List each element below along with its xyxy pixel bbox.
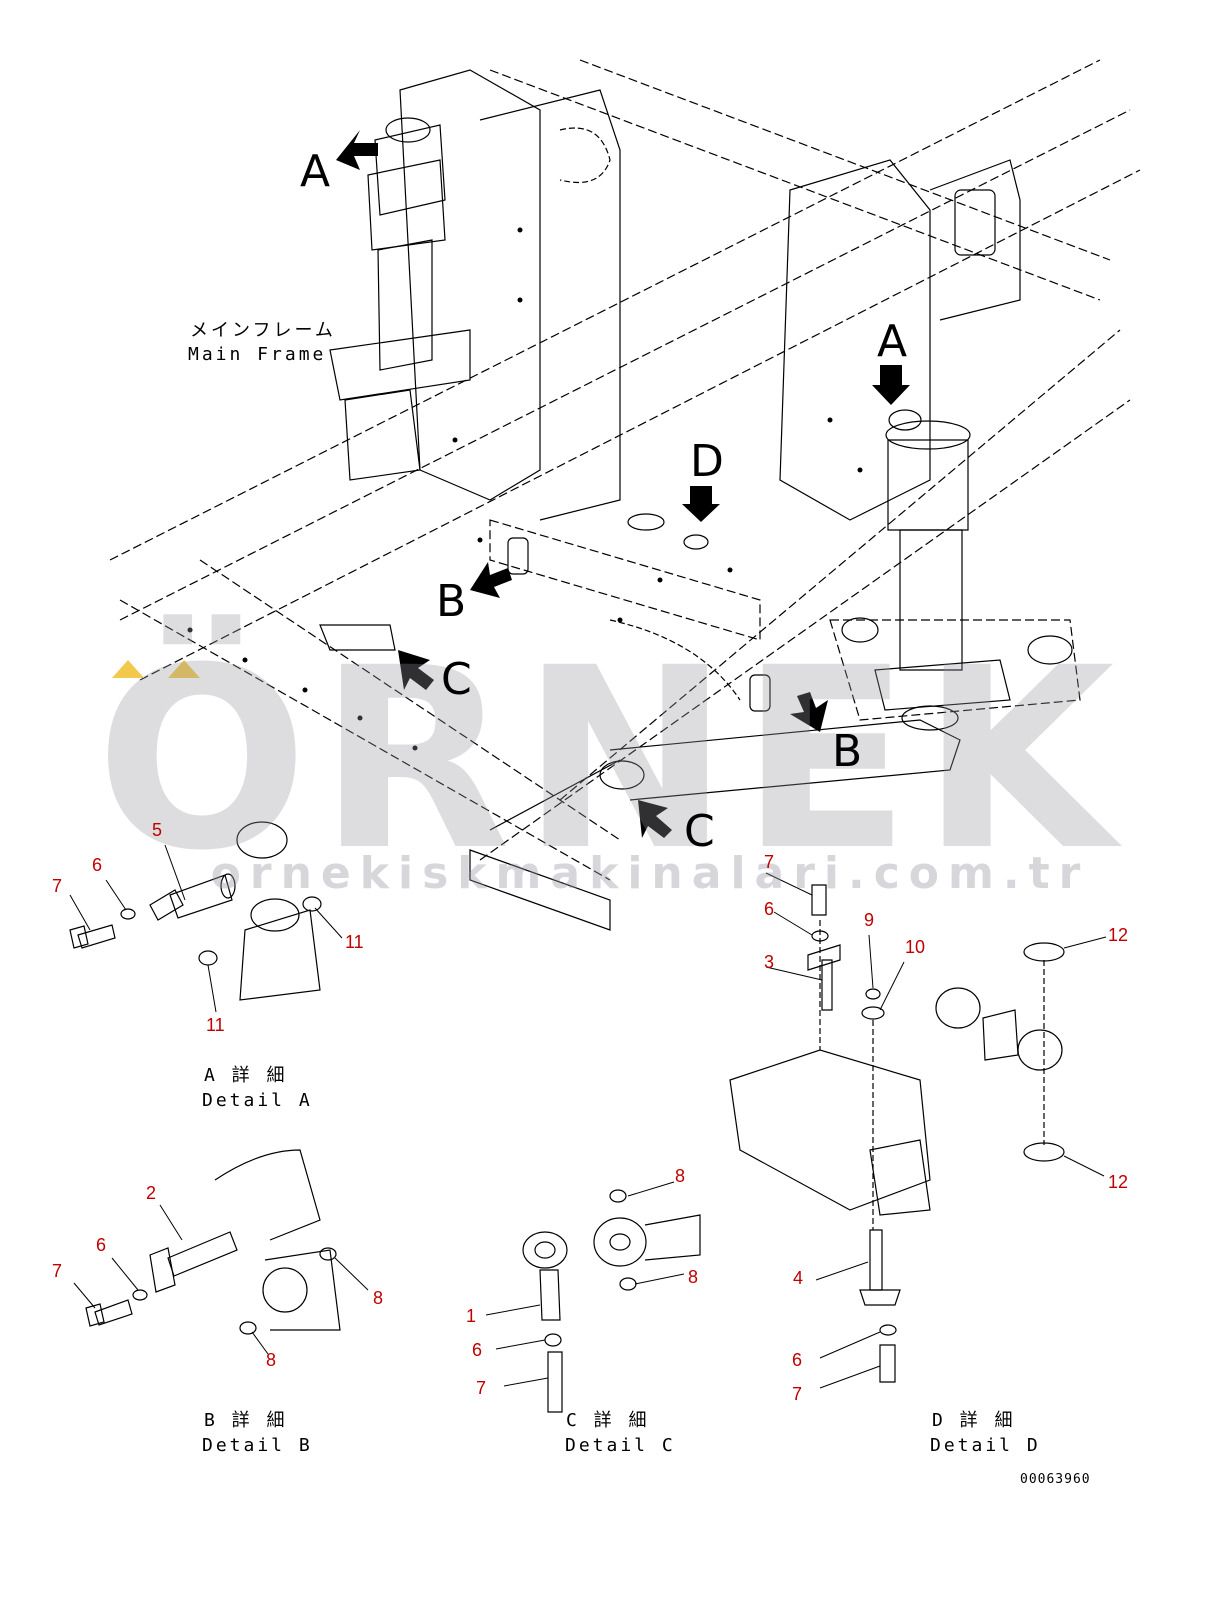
watermark-url: ornekiskmakinalari.com.tr: [210, 848, 1090, 899]
arrow-c-left: [398, 650, 434, 690]
detail-a-title-en: Detail A: [202, 1090, 313, 1111]
callout-c-6: 6: [472, 1340, 483, 1360]
detail-d-parts: [729, 884, 1065, 1383]
watermark-brand: ÖRNEK: [95, 614, 1125, 905]
callout-d-4: 4: [793, 1268, 804, 1288]
callout-b-7: 7: [52, 1261, 63, 1281]
frame-towers: [399, 69, 1021, 931]
view-label-a-right: A: [877, 316, 908, 367]
bracket-b-left: [507, 537, 529, 575]
callout-b-2: 2: [146, 1183, 157, 1203]
callout-d-12-bottom: 12: [1108, 1172, 1129, 1192]
callout-d-9: 9: [864, 910, 875, 930]
view-label-b-right: B: [832, 726, 863, 777]
view-label-c-right: C: [684, 806, 715, 857]
bracket-a-right: [888, 409, 922, 431]
callout-b-8-bottom: 8: [266, 1350, 277, 1370]
callout-a-5: 5: [152, 820, 163, 840]
callout-d-6-bottom: 6: [792, 1350, 803, 1370]
callout-b-6: 6: [96, 1235, 107, 1255]
bracket-b-right: [749, 674, 771, 712]
view-label-b-left: B: [436, 576, 467, 627]
detail-c-title-jp: C 詳 細: [566, 1410, 650, 1431]
view-label-a-left: A: [300, 146, 331, 197]
arrow-d: [682, 486, 720, 522]
detail-c-title-en: Detail C: [565, 1435, 676, 1456]
bracket-d: [683, 534, 709, 550]
right-suspension-cylinder: [829, 420, 1081, 731]
frame-bolts: [187, 227, 863, 751]
callout-a-11-bottom: 11: [206, 1015, 225, 1035]
detail-b-title-en: Detail B: [202, 1435, 313, 1456]
callout-c-7: 7: [476, 1378, 487, 1398]
detail-c-parts: [522, 1189, 701, 1413]
view-label-d: D: [690, 436, 724, 487]
callout-d-6-top: 6: [764, 899, 775, 919]
callout-d-7-top: 7: [764, 852, 775, 872]
callout-c-1: 1: [466, 1306, 477, 1326]
callout-d-3: 3: [764, 952, 775, 972]
callout-a-6: 6: [92, 855, 103, 875]
arrow-b-left: [470, 562, 512, 598]
main-frame-rails: [109, 59, 1141, 881]
callout-c-8-top: 8: [675, 1166, 686, 1186]
detail-d-title-jp: D 詳 細: [932, 1410, 1016, 1431]
detail-b-title-jp: B 詳 細: [204, 1410, 288, 1431]
detail-a-title-jp: A 詳 細: [204, 1065, 288, 1086]
arrow-b-right: [790, 692, 828, 732]
main-frame-label-en: Main Frame: [188, 344, 327, 365]
callout-d-10: 10: [905, 937, 926, 957]
callout-leaders: [69, 844, 1107, 1389]
view-label-c-left: C: [441, 654, 472, 705]
bracket-top: [627, 513, 665, 531]
callout-a-11-right: 11: [345, 932, 364, 952]
watermark-accent: [112, 660, 200, 678]
arrow-a-left: [336, 130, 378, 170]
arrow-c-right: [638, 800, 672, 838]
arrow-a-right: [872, 365, 910, 405]
main-frame-label-jp: メインフレーム: [190, 320, 336, 341]
detail-b-parts: [85, 1149, 341, 1335]
drawing-code: 00063960: [1020, 1472, 1091, 1487]
callout-c-8-bottom: 8: [688, 1267, 699, 1287]
detail-a-parts: [69, 821, 322, 1001]
callout-d-7-bottom: 7: [792, 1384, 803, 1404]
bracket-c-left: [319, 624, 396, 651]
callout-b-8-right: 8: [373, 1288, 384, 1308]
callout-d-12-top: 12: [1108, 925, 1129, 945]
callout-a-7: 7: [52, 876, 63, 896]
view-arrows: [336, 130, 910, 838]
left-suspension-cylinder: [329, 117, 471, 481]
detail-d-title-en: Detail D: [930, 1435, 1041, 1456]
